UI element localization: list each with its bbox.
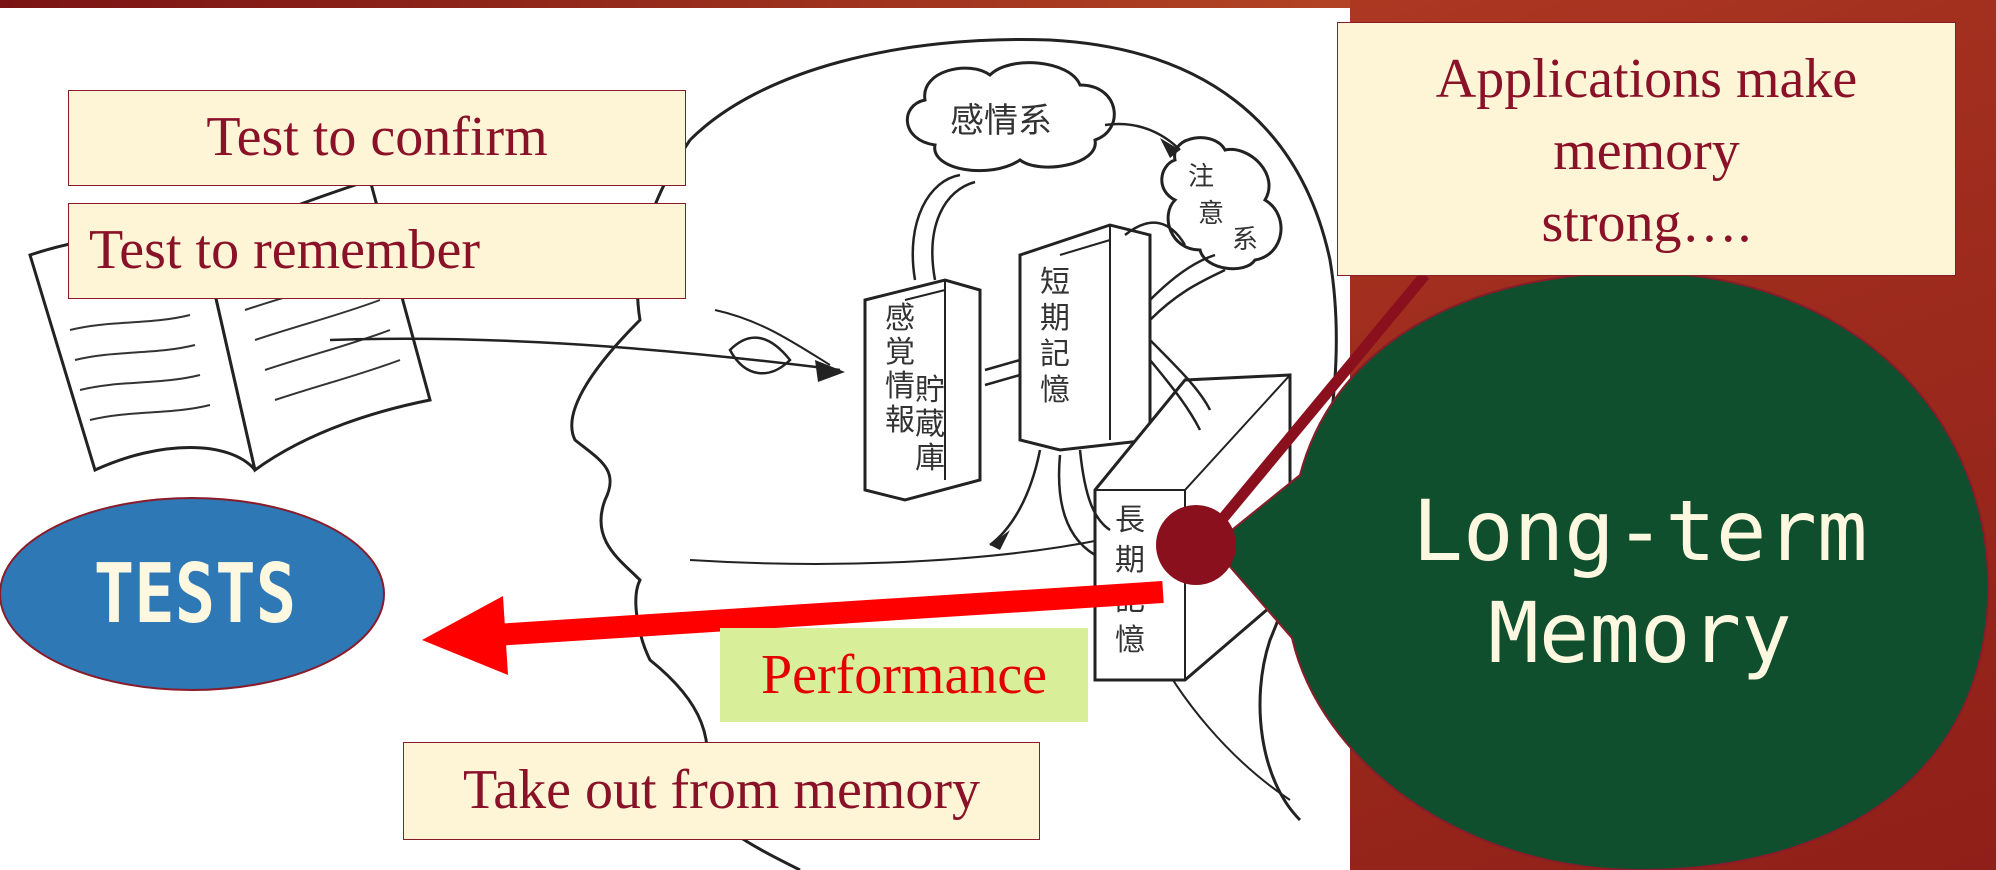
long-term-memory-bubble: [1210, 270, 1990, 870]
attention-char-1: 注: [1188, 162, 1214, 192]
sight-line: [329, 337, 841, 372]
applications-line-1: Applications make: [1435, 48, 1858, 110]
short-term-memory-block: 短 期 記 憶: [1018, 223, 1152, 452]
ltm-line-2: Memory: [1488, 584, 1792, 682]
attention-char-2: 意: [1198, 199, 1224, 229]
emotion-system-text: 感情系: [950, 101, 1052, 141]
tests-ellipse: [0, 497, 385, 691]
slide-top-bar: [0, 0, 1350, 8]
long-term-char-2: 期: [1115, 543, 1145, 578]
applications-callout-box: Applications make memory strong….: [1337, 22, 1956, 276]
long-term-char-4: 憶: [1115, 623, 1145, 658]
storage-char-1: 貯: [915, 373, 945, 408]
applications-connector-line: [1195, 271, 1430, 550]
attention-system-cloud: 注 意 系: [1160, 136, 1283, 271]
sensory-char-4: 報: [885, 403, 915, 438]
eye-sketch: [728, 336, 792, 375]
applications-line-3: strong….: [1541, 192, 1752, 254]
sensory-char-1: 感: [885, 301, 915, 336]
tests-label: TESTS: [93, 547, 297, 642]
connector-dot: [1156, 505, 1236, 585]
take-out-from-memory-box: Take out from memory: [403, 742, 1040, 840]
sensory-char-3: 情: [885, 369, 915, 404]
applications-line-2: memory: [1553, 120, 1740, 182]
ltm-line-1: Long-term: [1412, 482, 1868, 580]
short-term-char-3: 記: [1040, 337, 1070, 372]
attention-char-3: 系: [1232, 225, 1258, 255]
storage-char-3: 庫: [915, 441, 945, 476]
performance-arrowhead: [422, 596, 508, 675]
performance-label: Performance: [720, 628, 1088, 722]
long-term-memory-label: Long-term Memory: [1380, 480, 1900, 700]
sensory-char-2: 覚: [885, 335, 915, 370]
head-outline: [688, 38, 1338, 822]
short-term-char-4: 憶: [1040, 373, 1070, 408]
short-term-char-2: 期: [1040, 301, 1070, 336]
long-term-char-1: 長: [1115, 503, 1145, 538]
performance-arrow-shaft: [494, 581, 1164, 646]
storage-char-2: 蔵: [915, 407, 945, 442]
test-to-remember-box: Test to remember: [68, 203, 686, 299]
test-to-confirm-box: Test to confirm: [68, 90, 686, 186]
short-term-char-1: 短: [1040, 265, 1070, 300]
flow-arrows: [911, 122, 1226, 557]
sensory-register-block: 感 覚 情 報 貯 蔵 庫: [863, 278, 982, 502]
emotion-system-cloud: 感情系: [906, 61, 1116, 173]
